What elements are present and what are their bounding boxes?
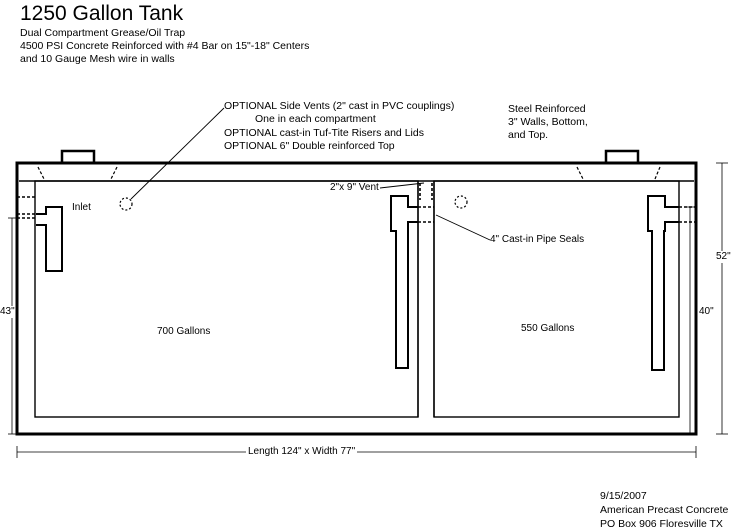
tank-outer-wall	[15, 161, 698, 436]
inlet-tee	[36, 206, 63, 272]
leader-vent-size	[379, 182, 425, 189]
option-risers: OPTIONAL cast-in Tuf-Tite Risers and Lid…	[224, 127, 424, 139]
dim-length-width: Length 124" x Width 77"	[246, 446, 358, 458]
dim-height-43: 43"	[0, 306, 15, 318]
compartment-2-inner	[433, 180, 680, 418]
leader-pipe-seals	[435, 214, 491, 241]
dim-height-52: 52"	[716, 251, 731, 263]
spec-line-3: and 10 Gauge Mesh wire in walls	[20, 53, 175, 65]
spec-line-1: Dual Compartment Grease/Oil Trap	[20, 27, 186, 39]
outlet-tee	[647, 195, 679, 371]
leader-vents	[130, 107, 225, 200]
label-pipe-seals: 4" Cast-in Pipe Seals	[490, 234, 585, 245]
compartment-1-inner	[34, 180, 419, 418]
transfer-tee	[390, 195, 418, 369]
riser-lid-left	[60, 149, 96, 165]
option-vents: OPTIONAL Side Vents (2" cast in PVC coup…	[224, 100, 455, 112]
steel-note-1: Steel Reinforced	[508, 103, 586, 115]
footer-company: American Precast Concrete	[600, 504, 729, 516]
steel-note-2: 3" Walls, Bottom,	[508, 116, 588, 128]
footer-date: 9/15/2007	[600, 490, 647, 502]
side-vent-left	[119, 197, 133, 211]
footer-address: PO Box 906 Floresville TX	[600, 518, 723, 530]
spec-line-2: 4500 PSI Concrete Reinforced with #4 Bar…	[20, 40, 310, 52]
side-vent-right	[454, 195, 468, 209]
riser-cut-lines	[37, 166, 661, 180]
option-vents-sub: One in each compartment	[255, 113, 376, 125]
label-compartment-1: 700 Gallons	[157, 326, 211, 337]
dim-height-40: 40"	[699, 306, 714, 318]
riser-lid-right	[604, 149, 640, 165]
option-top: OPTIONAL 6" Double reinforced Top	[224, 140, 395, 152]
drawing-title: 1250 Gallon Tank	[20, 2, 184, 25]
outlet-pipe-dashes	[679, 206, 696, 223]
label-vent-size: 2"x 9" Vent	[330, 182, 379, 193]
divider-pipe-dashes	[418, 183, 434, 223]
label-inlet: Inlet	[72, 202, 91, 213]
steel-note-3: and Top.	[508, 129, 549, 141]
label-compartment-2: 550 Gallons	[521, 323, 575, 334]
inlet-pipe-dashes	[17, 196, 36, 219]
dimension-lines	[8, 162, 728, 458]
